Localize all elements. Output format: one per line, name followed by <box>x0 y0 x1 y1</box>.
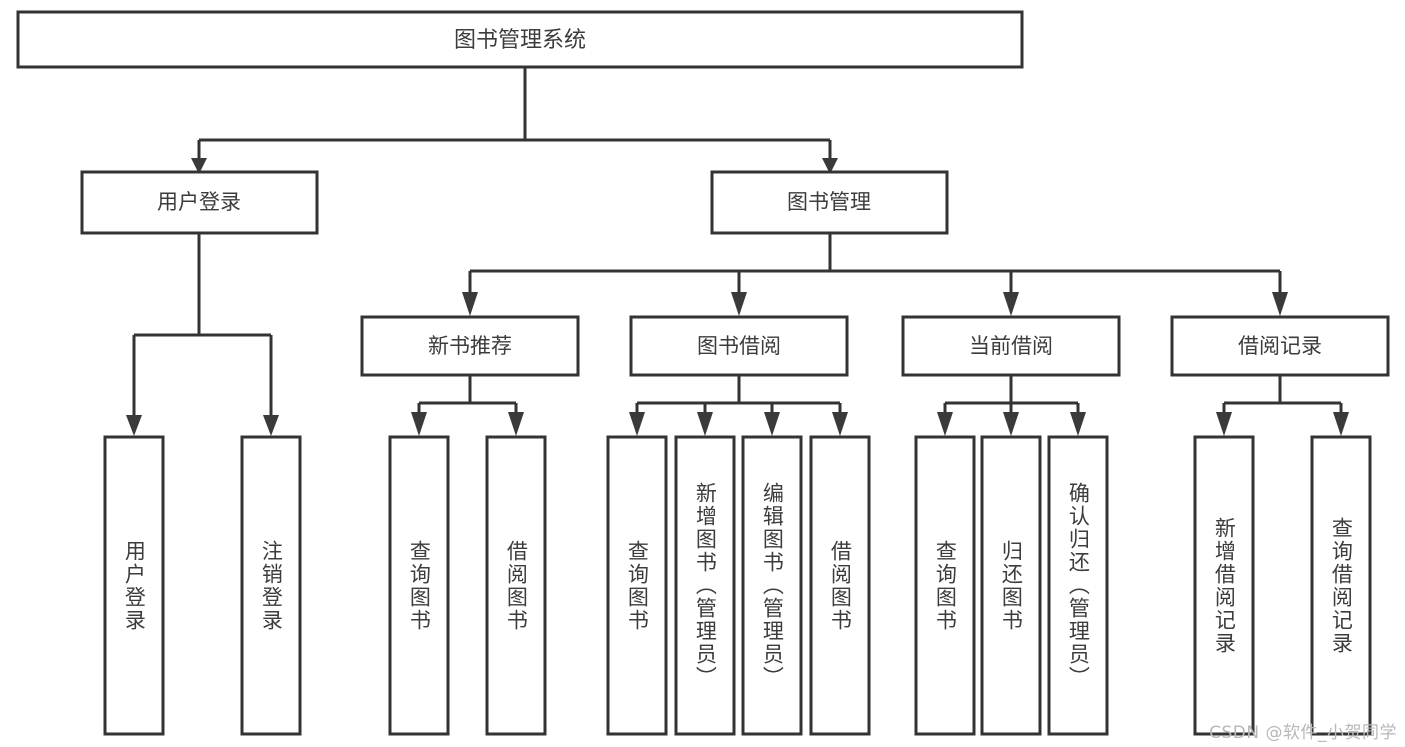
new-book-recommend-box[interactable] <box>360 315 580 377</box>
arrowhead-book-manage <box>822 158 838 174</box>
arrowhead-current-borrow <box>1003 292 1019 316</box>
node-current-borrow[interactable]: 当前借阅 <box>901 315 1121 377</box>
node-root[interactable]: 图书管理系统 <box>16 10 1024 69</box>
arrowhead-leaf-query-book-3 <box>937 412 953 436</box>
leaf-box-layer <box>103 435 1372 736</box>
arrowhead-leaf-query-record <box>1333 412 1349 436</box>
current-borrow-box[interactable] <box>901 315 1121 377</box>
book-manage-box[interactable] <box>710 170 949 235</box>
leaf-box-add-record[interactable] <box>1193 435 1255 736</box>
book-borrow-label: 图书借阅 <box>697 334 781 358</box>
leaf-box-borrow-book-1[interactable] <box>485 435 547 736</box>
user-login-label: 用户登录 <box>157 190 241 214</box>
borrow-record-label: 借阅记录 <box>1238 334 1322 358</box>
node-borrow-record[interactable]: 借阅记录 <box>1170 315 1390 377</box>
arrowhead-leaf-logout <box>263 415 279 436</box>
arrowhead-borrow-record <box>1272 292 1288 316</box>
arrowhead-leaf-user-login <box>126 415 142 436</box>
leaf-box-query-book-1[interactable] <box>388 435 450 736</box>
leaf-box-query-record[interactable] <box>1310 435 1372 736</box>
leaf-box-return-book[interactable] <box>980 435 1042 736</box>
book-borrow-box[interactable] <box>629 315 849 377</box>
leaf-box-query-book-3[interactable] <box>914 435 976 736</box>
node-user-login[interactable]: 用户登录 <box>80 170 319 235</box>
arrowhead-leaf-return-book <box>1003 412 1019 436</box>
arrowhead-leaf-add-book <box>697 412 713 436</box>
borrow-record-box[interactable] <box>1170 315 1390 377</box>
leaf-box-confirm-return[interactable] <box>1047 435 1109 736</box>
csdn-watermark: CSDN @软件_小贺同学 <box>1209 723 1397 743</box>
root-label: 图书管理系统 <box>454 28 586 53</box>
arrowhead-leaf-query-book-1 <box>411 412 427 436</box>
leaf-box-logout[interactable] <box>240 435 302 736</box>
leaf-box-user-login[interactable] <box>103 435 165 736</box>
root-box[interactable] <box>16 10 1024 69</box>
leaf-box-query-book-2[interactable] <box>606 435 668 736</box>
arrowhead-new-book-recommend <box>462 292 478 316</box>
arrowhead-leaf-query-book-2 <box>629 412 645 436</box>
arrowhead-leaf-borrow-book-2 <box>832 412 848 436</box>
leaf-box-borrow-book-2[interactable] <box>809 435 871 736</box>
new-book-recommend-label: 新书推荐 <box>428 334 512 358</box>
arrowhead-book-borrow <box>731 292 747 316</box>
book-manage-label: 图书管理 <box>787 190 871 214</box>
leaf-box-edit-book[interactable] <box>741 435 803 736</box>
arrowhead-leaf-borrow-book-1 <box>508 412 524 436</box>
leaf-box-add-book[interactable] <box>674 435 736 736</box>
user-login-box[interactable] <box>80 170 319 235</box>
arrowhead-user-login <box>191 158 207 174</box>
node-book-borrow[interactable]: 图书借阅 <box>629 315 849 377</box>
node-new-book-recommend[interactable]: 新书推荐 <box>360 315 580 377</box>
arrowhead-leaf-edit-book <box>764 412 780 436</box>
connector-layer <box>126 67 1349 436</box>
arrowhead-leaf-confirm-return <box>1070 412 1086 436</box>
arrowhead-leaf-add-record <box>1216 412 1232 436</box>
current-borrow-label: 当前借阅 <box>969 334 1053 358</box>
node-book-manage[interactable]: 图书管理 <box>710 170 949 235</box>
